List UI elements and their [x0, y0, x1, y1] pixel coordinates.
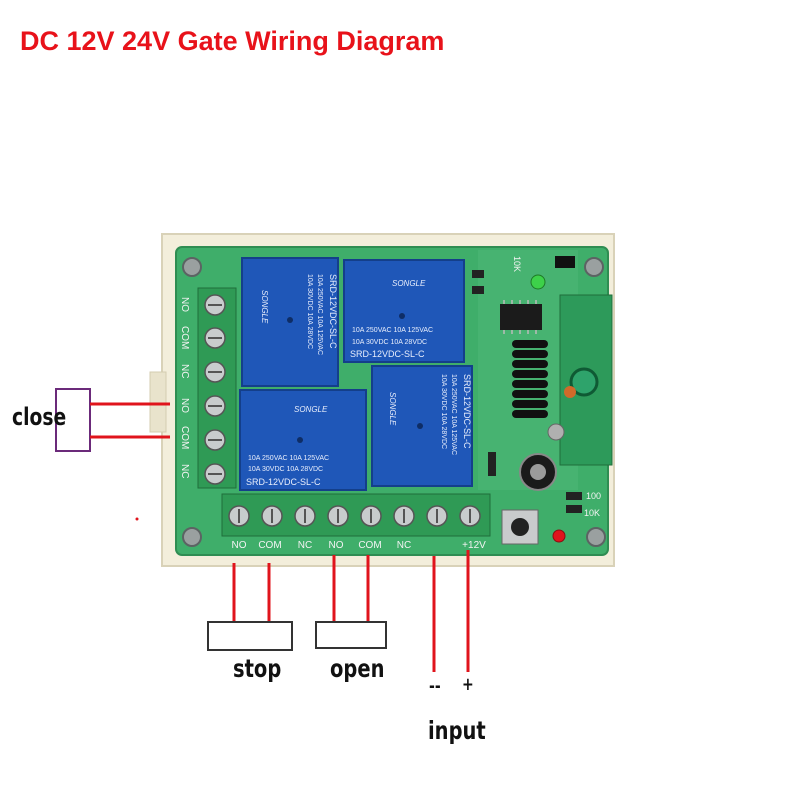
open-load	[315, 555, 387, 649]
relay-brand: SONGLE	[294, 405, 328, 414]
resistor-label: 10K	[584, 508, 600, 518]
close-label: close	[12, 403, 67, 431]
side-terminal-label: NC	[179, 364, 190, 378]
relay-brand: SONGLE	[388, 392, 397, 426]
antenna-coil	[512, 340, 548, 418]
stop-label: stop	[233, 654, 282, 683]
relay-1: SRD-12VDC-SL-C 10A 250VAC 10A 125VAC 10A…	[241, 257, 339, 387]
relay-brand: SONGLE	[260, 290, 269, 324]
relay-model: SRD-12VDC-SL-C	[462, 374, 472, 449]
bottom-terminal-label: NC	[397, 540, 411, 551]
side-terminal-block	[197, 287, 237, 489]
bottom-terminal-label: +12V	[462, 540, 486, 551]
relay-rating: 10A 250VAC 10A 125VAC	[450, 374, 457, 455]
mounting-holes	[182, 257, 606, 547]
relay-rating: 10A 30VDC 10A 28VDC	[440, 374, 447, 449]
stop-load	[207, 563, 293, 651]
relay-rating: 10A 250VAC 10A 125VAC	[248, 455, 329, 462]
side-terminal-label: NO	[179, 297, 190, 312]
red-dot	[135, 517, 139, 521]
relay-rating: 10A 30VDC 10A 28VDC	[248, 466, 323, 473]
resistor-label: 100	[586, 491, 601, 501]
relay-model: SRD-12VDC-SL-C	[350, 349, 425, 359]
enclosure-tab	[149, 371, 167, 433]
bottom-terminal-label: NC	[298, 540, 312, 551]
bottom-terminal-label: COM	[258, 540, 281, 551]
relay-2: SONGLE 10A 250VAC 10A 125VAC 10A 30VDC 1…	[343, 259, 465, 363]
relay-model: SRD-12VDC-SL-C	[328, 274, 338, 349]
relay-rating: 10A 30VDC 10A 28VDC	[352, 339, 427, 346]
relay-rating: 10A 30VDC 10A 28VDC	[306, 274, 313, 349]
side-terminal-label: NC	[179, 464, 190, 478]
relay-rating: 10A 250VAC 10A 125VAC	[352, 327, 433, 334]
input-label: input	[428, 716, 486, 745]
resistor-label: 10K	[512, 256, 522, 272]
bottom-terminal-label: NO	[232, 540, 247, 551]
side-terminal-label: NO	[179, 398, 190, 413]
receiver-module	[472, 250, 613, 545]
negative-label: --	[429, 676, 441, 697]
open-label: open	[330, 654, 385, 683]
bottom-terminal-label: COM	[358, 540, 381, 551]
diagram-title: DC 12V 24V Gate Wiring Diagram	[20, 26, 445, 56]
relay-4: SRD-12VDC-SL-C 10A 250VAC 10A 125VAC 10A…	[371, 365, 473, 487]
side-terminal-label: COM	[179, 426, 190, 449]
relay-model: SRD-12VDC-SL-C	[246, 477, 321, 487]
bottom-terminal-block	[221, 493, 491, 537]
status-led-red	[552, 529, 566, 543]
relay-rating: 10A 250VAC 10A 125VAC	[316, 274, 323, 355]
relay-brand: SONGLE	[392, 279, 426, 288]
close-load	[55, 388, 170, 452]
status-led-green	[530, 274, 546, 290]
bottom-terminal-label: NO	[329, 540, 344, 551]
positive-label: +	[462, 674, 474, 695]
relay-3: SONGLE 10A 250VAC 10A 125VAC 10A 30VDC 1…	[239, 389, 367, 491]
side-terminal-label: COM	[179, 326, 190, 349]
